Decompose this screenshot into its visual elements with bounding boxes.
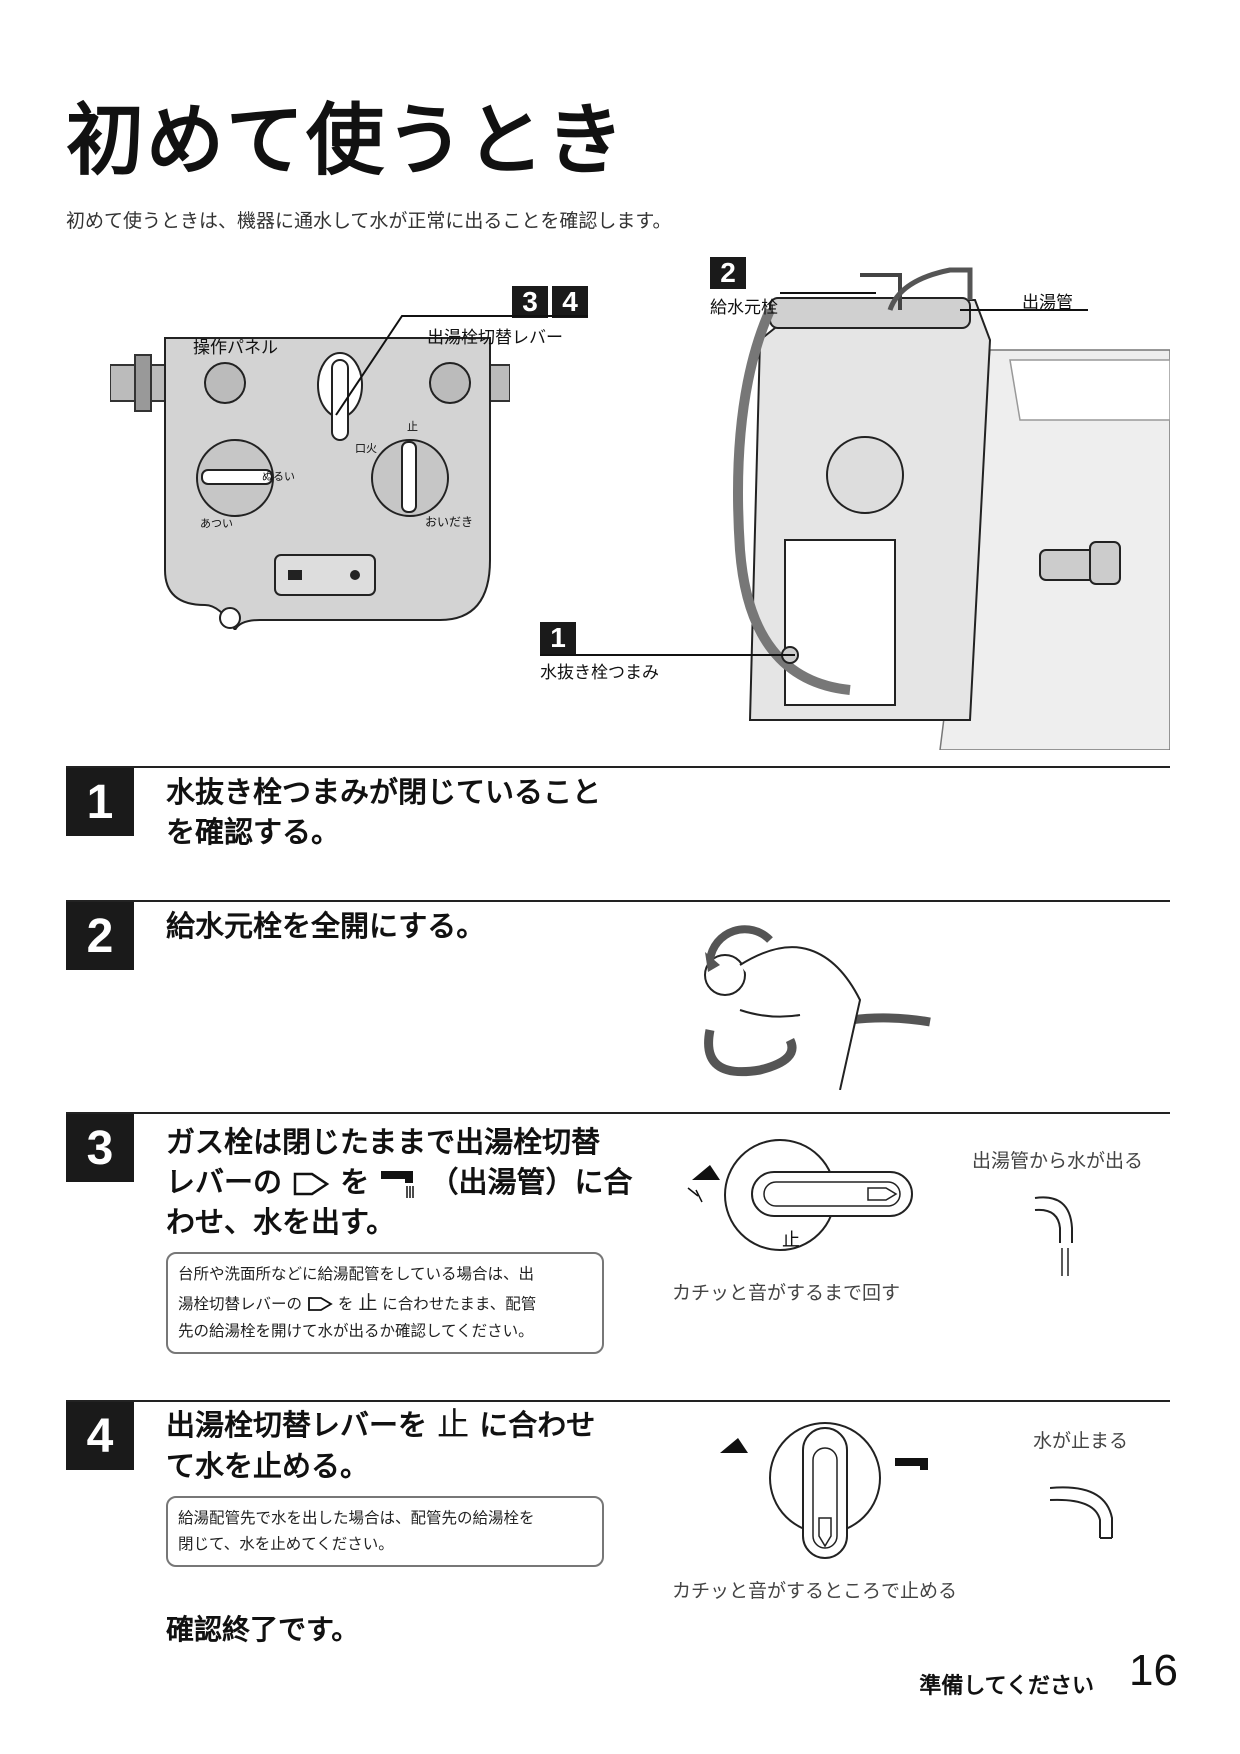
step-3-note-line-3: 先の給湯栓を開けて水が出るか確認してください。 [178, 1321, 534, 1340]
supply-leader-line [780, 292, 876, 294]
triangle-pointer-icon [293, 1172, 330, 1196]
page-title: 初めて使うとき [66, 96, 627, 186]
stop-mark: 止 [358, 1291, 378, 1314]
step-4-note-line-1: 給湯配管先で水を出した場合は、配管先の給湯栓を [178, 1509, 535, 1527]
label-lever: 出湯栓切替レバー [427, 328, 563, 348]
step-1-line-1: 水抜き栓つまみが閉じていること [166, 775, 602, 809]
label-supply-valve: 給水元栓 [710, 298, 778, 318]
control-panel-diagram [109, 330, 511, 633]
water-flowing-pipe-illustration [1030, 1188, 1100, 1282]
badge-3: 3 [512, 286, 548, 318]
confirmation-done: 確認終了です。 [166, 1613, 360, 1646]
step-4-rule [66, 1400, 1170, 1402]
intro-text: 初めて使うときは、機器に通水して水が正常に出ることを確認します。 [66, 210, 672, 232]
step-4-number: 4 [66, 1402, 134, 1470]
step-3-line-1: ガス栓は閉じたままで出湯栓切替 [166, 1125, 601, 1159]
step-4-dial-illustration [710, 1408, 940, 1572]
panel-dial-label-hot: あつい [200, 517, 233, 530]
panel-dial-label-warm: ぬるい [262, 470, 295, 483]
step-1-rule [66, 766, 1170, 768]
step-4-note-line-2: 閉じて、水を止めてください。 [178, 1534, 394, 1553]
heater-unit-diagram [690, 250, 1171, 751]
step-3-dial-stop-mark: 止 [782, 1230, 800, 1251]
step-2-text: 給水元栓を全開にする。 [166, 906, 485, 946]
step-4-text: 出湯栓切替レバーを 止 に合わせ て水を止める。 [166, 1402, 595, 1486]
triangle-pointer-icon [308, 1297, 333, 1311]
page-number: 16 [1129, 1646, 1178, 1695]
stop-mark: 止 [437, 1405, 470, 1443]
label-drain-knob: 水抜き栓つまみ [540, 663, 659, 683]
lever-leader-line [335, 315, 588, 416]
step-4-note: 給湯配管先で水を出した場合は、配管先の給湯栓を 閉じて、水を止めてください。 [166, 1496, 604, 1568]
water-stopped-pipe-illustration [1049, 1478, 1130, 1552]
step-1-line-2: を確認する。 [166, 815, 341, 850]
step-3-dial-illustration [680, 1130, 920, 1264]
step-2-line-1: 給水元栓を全開にする。 [166, 909, 486, 943]
step-3-caption-left: カチッと音がするまで回す [672, 1282, 901, 1304]
panel-label-stop: 止 [407, 420, 418, 433]
step-3-caption-right: 出湯管から水が出る [972, 1150, 1144, 1172]
footer-section: 準備してください [919, 1674, 1094, 1699]
hand-turning-valve-illustration [680, 920, 940, 1094]
step-3-line-2b: を [340, 1165, 370, 1200]
step-3-note-line-1: 台所や洗面所などに給湯配管をしている場合は、出 [178, 1265, 535, 1283]
step-4-line-1b: に合わせ [479, 1408, 596, 1442]
step-4-caption-right: 水が止まる [1033, 1430, 1129, 1452]
step-3-text: ガス栓は閉じたままで出湯栓切替 レバーの を （出湯管）に合 わせ、水を出す。 [166, 1122, 632, 1242]
step-3-note-line-2c: に合わせたまま、配管 [382, 1294, 537, 1313]
step-3-number: 3 [66, 1114, 134, 1182]
step-3-line-2: レバーの を （出湯管）に合 [166, 1162, 632, 1202]
drain-leader-line [540, 654, 795, 656]
step-4-line-2: て水を止める。 [166, 1449, 370, 1484]
label-panel: 操作パネル [193, 338, 278, 358]
outlet-pipe-icon [381, 1171, 415, 1199]
badge-2: 2 [710, 257, 746, 289]
step-3-note-line-2: 湯栓切替レバーの を 止 に合わせたまま、配管 [178, 1288, 592, 1319]
step-3-line-2c: （出湯管）に合 [429, 1165, 633, 1200]
step-2-rule [66, 900, 1170, 902]
step-3-line-2a: レバーの [166, 1165, 283, 1200]
step-1-number: 1 [66, 768, 134, 836]
badge-4: 4 [552, 286, 588, 318]
step-3-rule [66, 1112, 1170, 1114]
step-3-line-3: わせ、水を出す。 [166, 1205, 396, 1240]
panel-label-pilot: 口火 [355, 442, 377, 455]
step-3-note-line-2b: を [337, 1294, 354, 1313]
outlet-leader-line [960, 309, 1088, 311]
badge-1: 1 [540, 622, 576, 654]
panel-label-reheat: おいだき [425, 515, 474, 529]
step-2-number: 2 [66, 902, 134, 970]
step-4-caption-left: カチッと音がするところで止める [672, 1580, 958, 1602]
step-3-note: 台所や洗面所などに給湯配管をしている場合は、出 湯栓切替レバーの を 止 に合わ… [166, 1252, 604, 1355]
step-1-text: 水抜き栓つまみが閉じていること を確認する。 [166, 772, 601, 852]
step-4-line-1: 出湯栓切替レバーを 止 に合わせ [166, 1402, 595, 1446]
label-outlet-pipe: 出湯管 [1022, 293, 1073, 313]
step-3-note-line-2a: 湯栓切替レバーの [178, 1294, 303, 1313]
step-4-line-1a: 出湯栓切替レバーを [166, 1408, 428, 1442]
